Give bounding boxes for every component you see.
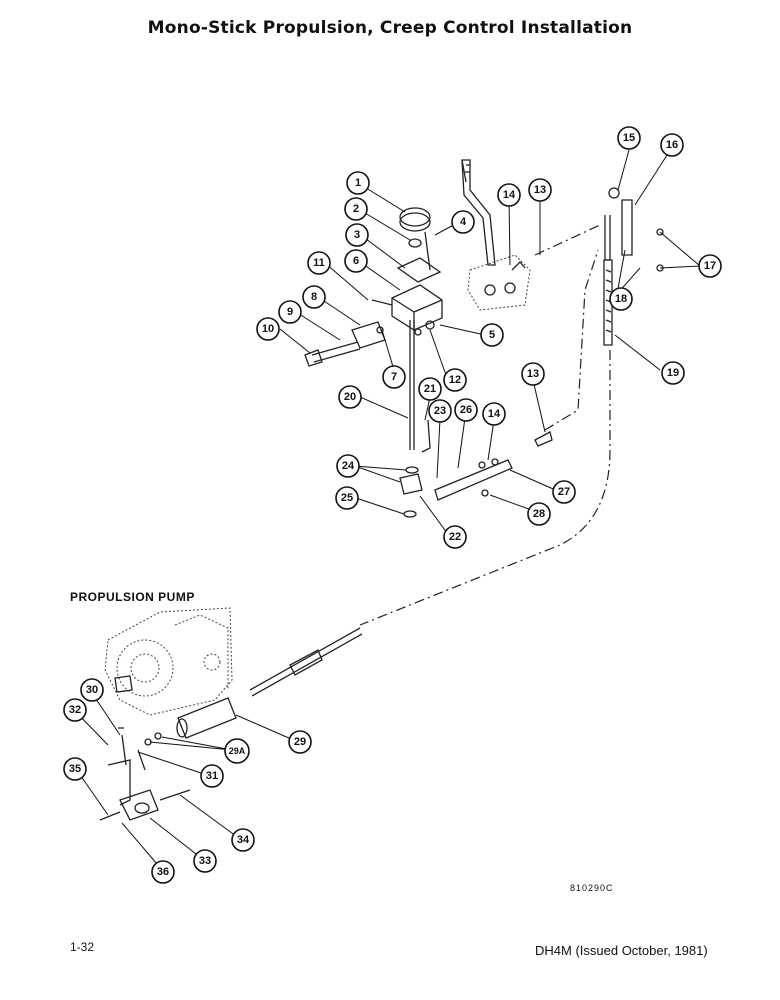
callout-14-lower: 14: [482, 402, 506, 426]
svg-text:3: 3: [354, 229, 360, 241]
callout-36: 36: [151, 860, 175, 884]
svg-text:30: 30: [86, 684, 98, 696]
svg-text:26: 26: [460, 404, 472, 416]
svg-text:27: 27: [558, 486, 570, 498]
svg-text:4: 4: [460, 216, 467, 228]
callout-24: 24: [336, 454, 360, 478]
page-title: Mono-Stick Propulsion, Creep Control Ins…: [147, 18, 633, 38]
svg-text:6: 6: [353, 255, 359, 267]
svg-text:19: 19: [667, 367, 679, 379]
rod-and-block: [399, 320, 431, 518]
lower-bracket: [99, 727, 191, 821]
svg-text:22: 22: [449, 531, 461, 543]
svg-text:28: 28: [533, 508, 545, 520]
svg-text:20: 20: [344, 391, 356, 403]
callout-19: 19: [661, 361, 685, 385]
svg-text:14: 14: [503, 189, 516, 201]
svg-text:14: 14: [488, 408, 501, 420]
callout-28: 28: [527, 502, 551, 526]
callout-29a: 29A: [224, 738, 250, 764]
callout-26: 26: [454, 398, 478, 422]
callout-31: 31: [200, 764, 224, 788]
right-linkage: [603, 187, 664, 346]
linkage-dash-line: [544, 249, 599, 431]
svg-text:13: 13: [534, 184, 546, 196]
leader-lines: [74, 149, 701, 872]
svg-text:13: 13: [527, 368, 539, 380]
svg-text:21: 21: [424, 383, 436, 395]
callout-1: 1: [346, 171, 370, 195]
svg-text:31: 31: [206, 770, 218, 782]
callout-34: 34: [231, 828, 255, 852]
callout-23: 23: [428, 399, 452, 423]
callout-3: 3: [345, 223, 369, 247]
callout-5: 5: [480, 323, 504, 347]
callout-15: 15: [617, 126, 641, 150]
svg-text:29A: 29A: [229, 746, 246, 756]
callout-12: 12: [443, 368, 467, 392]
callout-6: 6: [344, 249, 368, 273]
arm-assembly: [434, 431, 553, 501]
callout-18: 18: [609, 287, 633, 311]
callout-13-upper: 13: [528, 178, 552, 202]
svg-text:10: 10: [262, 323, 274, 335]
page-number: 1-32: [70, 940, 95, 954]
control-body: [391, 231, 443, 336]
callout-2: 2: [344, 197, 368, 221]
svg-text:16: 16: [666, 139, 678, 151]
svg-text:17: 17: [704, 260, 716, 272]
callout-7: 7: [382, 365, 406, 389]
callout-27: 27: [552, 480, 576, 504]
svg-text:15: 15: [623, 132, 635, 144]
svg-text:8: 8: [311, 291, 317, 303]
svg-text:33: 33: [199, 855, 211, 867]
svg-text:7: 7: [391, 371, 397, 383]
svg-text:25: 25: [341, 492, 353, 504]
callout-32: 32: [63, 698, 87, 722]
callout-13-lower: 13: [521, 362, 545, 386]
linkage-dash-line-upper: [534, 224, 601, 256]
callout-16: 16: [660, 133, 684, 157]
svg-text:11: 11: [313, 257, 325, 269]
callout-14-upper: 14: [497, 183, 521, 207]
callout-25: 25: [335, 486, 359, 510]
control-lever-assembly: [461, 159, 531, 311]
propulsion-pump: [104, 607, 233, 716]
callout-10: 10: [256, 317, 280, 341]
callout-22: 22: [443, 525, 467, 549]
svg-text:24: 24: [342, 460, 355, 472]
callout-8: 8: [302, 285, 326, 309]
svg-text:23: 23: [434, 405, 446, 417]
svg-text:2: 2: [353, 203, 359, 215]
svg-text:35: 35: [69, 763, 81, 775]
svg-text:1: 1: [355, 177, 361, 189]
drawing-number: 810290C: [570, 883, 614, 893]
svg-text:5: 5: [489, 329, 495, 341]
lever-assembly: [304, 299, 393, 367]
callout-29: 29: [288, 730, 312, 754]
cable-end-actuator: [144, 627, 363, 746]
callout-9: 9: [278, 300, 302, 324]
callout-35: 35: [63, 757, 87, 781]
svg-text:9: 9: [287, 306, 293, 318]
svg-text:18: 18: [615, 293, 627, 305]
callout-30: 30: [80, 678, 104, 702]
knob: [399, 207, 431, 248]
svg-text:12: 12: [449, 374, 461, 386]
callout-20: 20: [338, 385, 362, 409]
control-cable-path: [359, 350, 611, 626]
callout-17: 17: [698, 254, 722, 278]
svg-text:32: 32: [69, 704, 81, 716]
svg-text:36: 36: [157, 866, 169, 878]
callout-4: 4: [451, 210, 475, 234]
svg-text:29: 29: [294, 736, 306, 748]
callout-21: 21: [418, 377, 442, 401]
document-reference: DH4M (Issued October, 1981): [535, 943, 708, 958]
callout-11: 11: [307, 251, 331, 275]
propulsion-pump-label: PROPULSION PUMP: [70, 590, 195, 604]
svg-text:34: 34: [237, 834, 250, 846]
callout-33: 33: [193, 849, 217, 873]
